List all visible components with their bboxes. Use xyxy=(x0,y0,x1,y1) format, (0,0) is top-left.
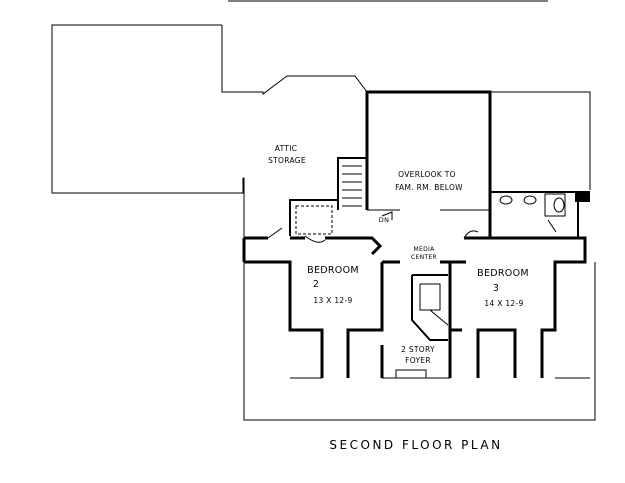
bedroom-3-label: BEDROOM xyxy=(477,268,529,279)
bedroom-3-size: 14 X 12-9 xyxy=(484,299,523,308)
bedroom-2-walls xyxy=(242,238,384,378)
attic-lower-outline xyxy=(243,178,596,421)
bedroom-3-walls xyxy=(450,236,587,378)
media-label-2: CENTER xyxy=(411,254,437,261)
foyer-label-1: 2 STORY xyxy=(401,345,435,354)
roof-line-right xyxy=(490,91,591,190)
storage-label: STORAGE xyxy=(268,156,306,165)
bedroom-2-label: BEDROOM xyxy=(307,265,359,276)
stair xyxy=(337,157,393,220)
plan-title: SECOND FLOOR PLAN xyxy=(329,438,502,452)
overlook-walls xyxy=(365,90,492,212)
attic-outline xyxy=(51,24,244,194)
closet xyxy=(289,199,338,243)
media-label-1: MEDIA xyxy=(414,246,436,253)
stair-label: DN xyxy=(379,216,389,224)
bedroom-2-size: 13 X 12-9 xyxy=(313,296,352,305)
door-swing xyxy=(267,227,283,239)
overlook-label-2: FAM. RM. BELOW xyxy=(395,183,463,192)
hall-wall-mid xyxy=(325,236,383,256)
foyer-label-2: FOYER xyxy=(405,356,431,365)
hall-wall-right xyxy=(464,212,492,240)
attic-label: ATTIC xyxy=(275,144,298,153)
bedroom-2-number: 2 xyxy=(313,279,319,290)
overlook-label-1: OVERLOOK TO xyxy=(398,170,456,179)
roof-line-left xyxy=(221,25,368,95)
bedroom-3-number: 3 xyxy=(493,283,499,294)
door-swing-3 xyxy=(463,230,479,239)
bath xyxy=(490,191,590,238)
